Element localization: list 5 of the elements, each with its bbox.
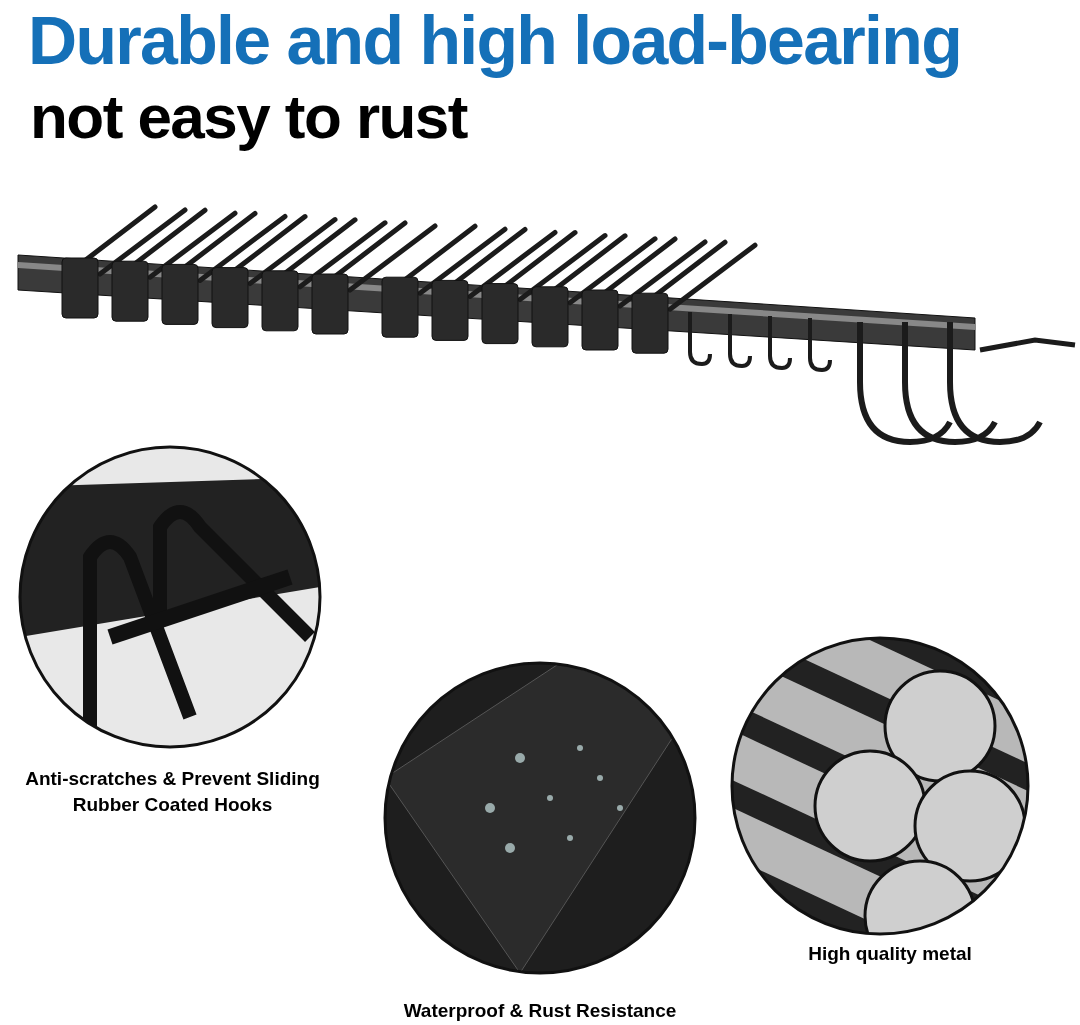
feature-caption: High quality metal [807,942,973,966]
feature-caption: Waterproof & Rust Resistance [402,999,678,1023]
title: Durable and high load-bearing [28,1,961,80]
feature-caption: Anti-scratches & Prevent Sliding Rubber Coated Hooks [24,767,321,817]
subtitle: not easy to rust [30,81,467,153]
